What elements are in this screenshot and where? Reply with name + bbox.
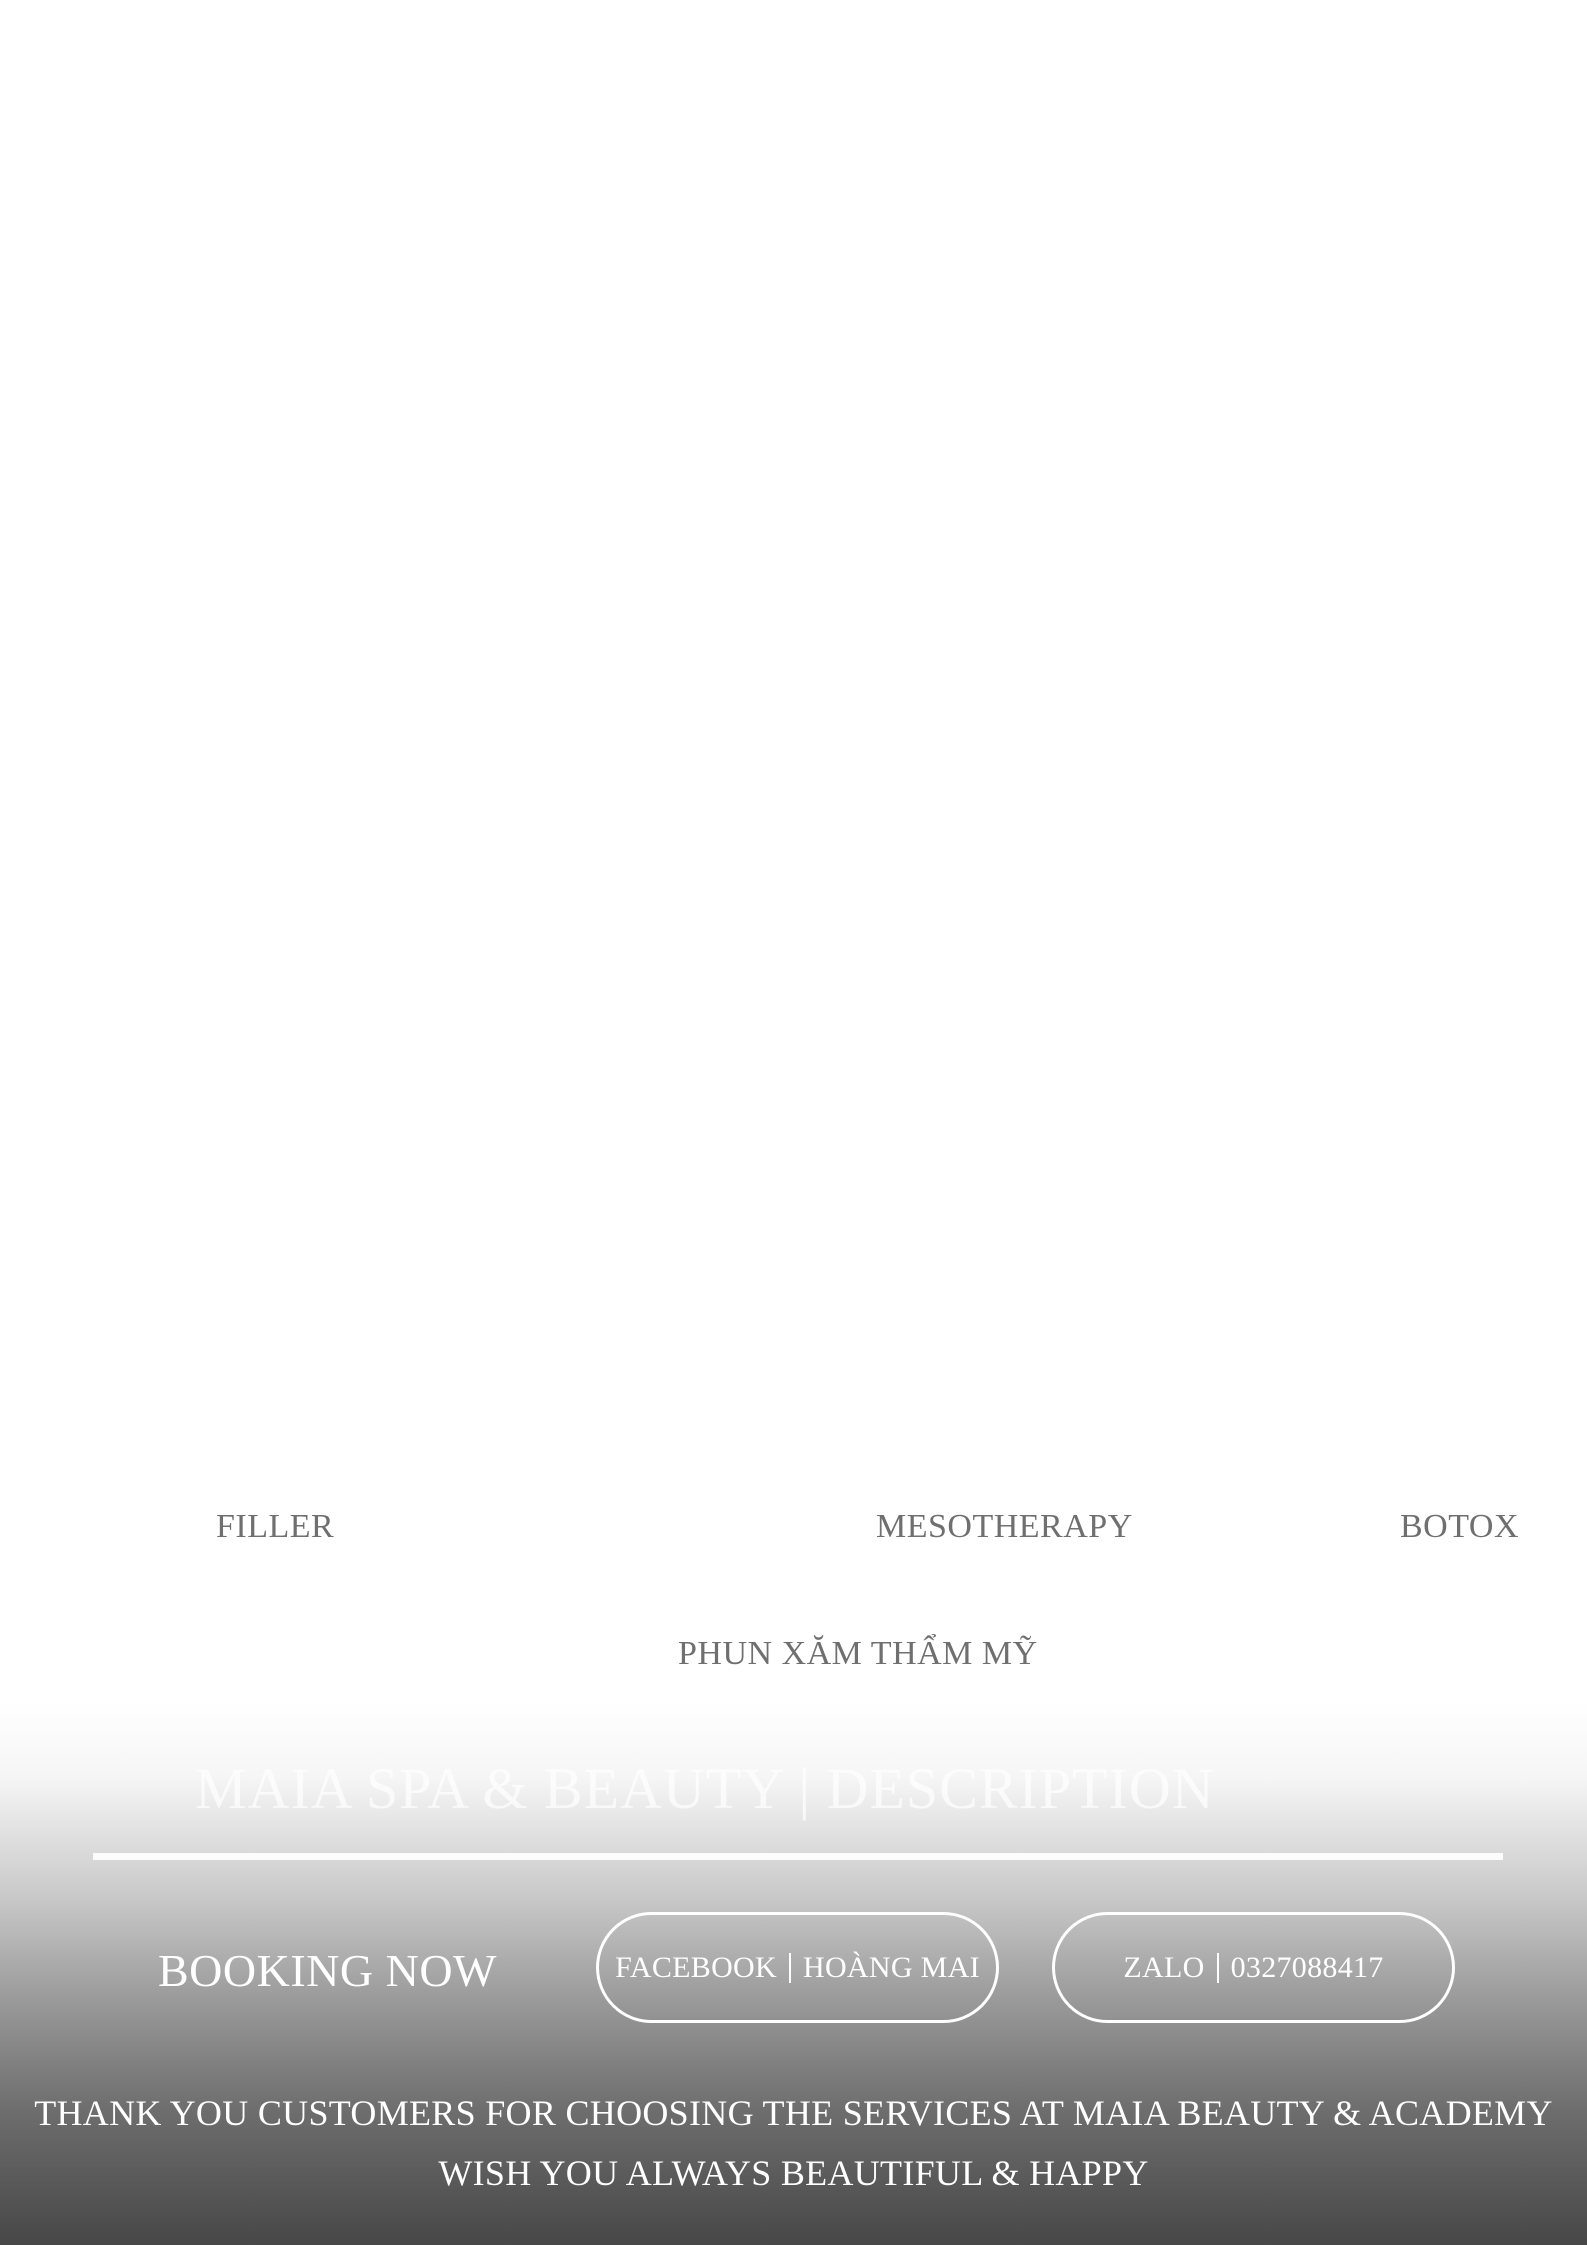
wish-line: WISH YOU ALWAYS BEAUTIFUL & HAPPY (438, 2153, 1149, 2193)
service-filler: FILLER (216, 1508, 335, 1545)
separator (1216, 1952, 1219, 1983)
brand-description-line: MAIA SPA & BEAUTY | DESCRIPTION (195, 1756, 1215, 1821)
footer-gradient-background (0, 1700, 1587, 2245)
separator (789, 1952, 791, 1983)
zalo-button[interactable]: ZALO 0327088417 (1052, 1912, 1455, 2023)
service-phun-xam: PHUN XĂM THẨM MỸ (678, 1635, 1038, 1672)
facebook-label: FACEBOOK (615, 1950, 777, 1984)
facebook-value: HOÀNG MAI (803, 1950, 980, 1984)
thank-you-line: THANK YOU CUSTOMERS FOR CHOOSING THE SER… (34, 2093, 1553, 2133)
zalo-phone: 0327088417 (1230, 1950, 1384, 1984)
footer-divider (93, 1853, 1503, 1860)
zalo-label: ZALO (1123, 1950, 1205, 1984)
service-mesotherapy: MESOTHERAPY (876, 1508, 1133, 1545)
service-botox: BOTOX (1400, 1508, 1519, 1545)
facebook-button[interactable]: FACEBOOK HOÀNG MAI (596, 1912, 999, 2023)
booking-now-label: BOOKING NOW (158, 1945, 497, 1996)
